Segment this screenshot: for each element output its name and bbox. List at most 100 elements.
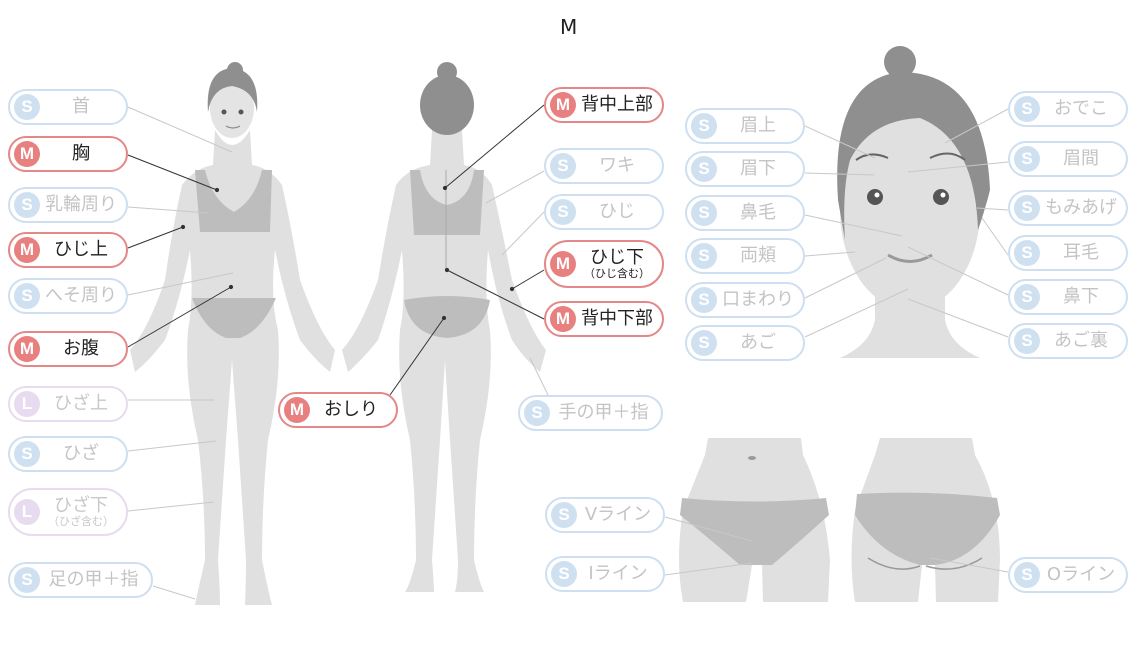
hips-back-figure [851,438,1000,602]
size-badge: S [1014,240,1040,266]
size-badge: M [550,306,576,332]
area-label: 鼻毛 [717,203,803,223]
area-label: 胸 [40,144,126,164]
size-badge: S [14,283,40,309]
size-badge: S [14,441,40,467]
area-label: へそ周り [40,286,126,306]
area-button-agoura[interactable]: S あご裏 [1008,323,1128,359]
area-label: 口まわり [717,290,803,310]
area-button-te[interactable]: S 手の甲＋指 [518,395,663,431]
area-name: 眉上 [740,115,776,137]
area-name: お腹 [63,338,99,360]
area-button-mimige[interactable]: S 耳毛 [1008,235,1128,271]
area-name: ひざ上 [54,393,108,415]
area-name: Oライン [1046,564,1116,586]
hips-front-figure [679,438,830,602]
area-label: おでこ [1040,99,1126,119]
area-name: Iライン [588,563,648,585]
size-badge: M [550,92,576,118]
area-label: ひじ下（ひじ含む） [576,248,662,280]
area-label: ひざ下（ひざ含む） [40,496,126,528]
size-badge: M [284,397,310,423]
size-badge: S [1014,195,1040,221]
area-button-ryouhoho[interactable]: S 両頬 [685,238,805,274]
size-badge: S [691,287,717,313]
area-name: 眉下 [740,158,776,180]
area-name: 眉間 [1063,148,1099,170]
size-badge: S [1014,328,1040,354]
area-label: 足の甲＋指 [40,570,151,590]
size-badge: S [550,153,576,179]
area-button-hijiue[interactable]: M ひじ上 [8,232,128,268]
area-name: 鼻下 [1063,286,1099,308]
area-name: あご [740,332,776,354]
area-name: 胸 [72,143,90,165]
area-button-hizaue[interactable]: L ひざ上 [8,386,128,422]
area-label: Oライン [1040,565,1126,585]
size-badge: S [551,561,577,587]
size-badge: M [14,237,40,263]
area-button-oshiri[interactable]: M おしり [278,392,398,428]
area-label: 背中上部 [576,95,662,115]
size-badge: S [691,156,717,182]
area-name: 両頬 [740,245,776,267]
area-name: 乳輪周り [45,194,117,216]
area-name: ワキ [599,155,635,177]
size-badge: S [551,502,577,528]
area-name: ひじ上 [54,239,108,261]
size-badge: M [14,141,40,167]
size-badge: S [691,200,717,226]
size-badge: L [14,499,40,525]
size-badge: L [14,391,40,417]
area-label: 眉下 [717,159,803,179]
area-name: ひじ下 [590,247,644,269]
size-badge: S [1014,96,1040,122]
leader-lines [127,104,1009,600]
area-note: （ひざ含む） [48,514,114,528]
area-name: 手の甲＋指 [558,402,649,424]
area-name: Vライン [584,504,652,526]
area-name: おでこ [1054,98,1108,120]
area-label: ひざ上 [40,394,126,414]
area-name: 首 [72,96,90,118]
area-button-iline[interactable]: S Iライン [545,556,665,592]
area-button-odeko[interactable]: S おでこ [1008,91,1128,127]
area-label: ひざ [40,444,126,464]
size-badge: S [524,400,550,426]
area-label: 耳毛 [1040,243,1126,263]
area-label: お腹 [40,339,126,359]
area-name: おしり [324,399,378,421]
area-button-mayushita[interactable]: S 眉下 [685,151,805,187]
area-button-vline[interactable]: S Vライン [545,497,665,533]
area-label: おしり [310,400,396,420]
area-button-waki[interactable]: S ワキ [544,148,664,184]
area-name: あご裏 [1054,330,1108,352]
area-name: 耳毛 [1063,242,1099,264]
area-label: あご [717,333,803,353]
area-name: もみあげ [1045,197,1117,219]
size-badge: S [691,243,717,269]
area-label: Vライン [577,505,663,525]
area-label: もみあげ [1040,198,1126,218]
